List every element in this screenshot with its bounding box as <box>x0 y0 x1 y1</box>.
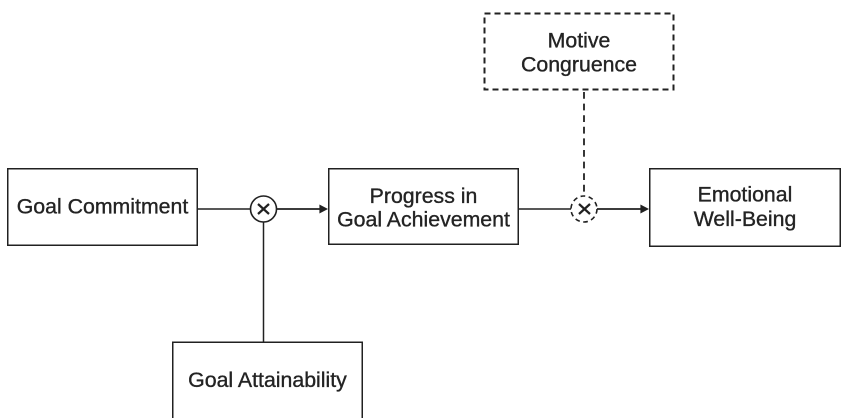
svg-text:Well-Being: Well-Being <box>694 207 797 231</box>
svg-text:Goal Achievement: Goal Achievement <box>337 208 510 232</box>
svg-text:Goal Attainability: Goal Attainability <box>188 368 347 392</box>
svg-text:Emotional: Emotional <box>698 183 793 207</box>
svg-text:Motive: Motive <box>548 29 611 53</box>
svg-text:Goal Commitment: Goal Commitment <box>17 195 189 219</box>
svg-text:Congruence: Congruence <box>521 53 637 77</box>
svg-text:Progress in: Progress in <box>370 184 478 208</box>
